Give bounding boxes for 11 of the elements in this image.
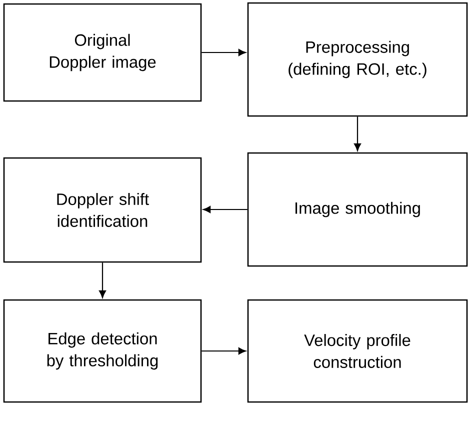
arrow xyxy=(99,262,106,298)
arrow xyxy=(203,206,248,213)
process-box: Doppler shift identification xyxy=(3,157,202,263)
process-box: Velocity profile construction xyxy=(247,299,468,403)
arrow xyxy=(354,116,361,151)
arrow xyxy=(202,348,246,354)
process-box: Edge detection by thresholding xyxy=(3,299,202,403)
process-box: Original Doppler image xyxy=(3,3,202,102)
arrow xyxy=(202,49,246,56)
process-box: Image smoothing xyxy=(247,152,468,267)
process-box: Preprocessing (defining ROI, etc.) xyxy=(247,2,468,117)
